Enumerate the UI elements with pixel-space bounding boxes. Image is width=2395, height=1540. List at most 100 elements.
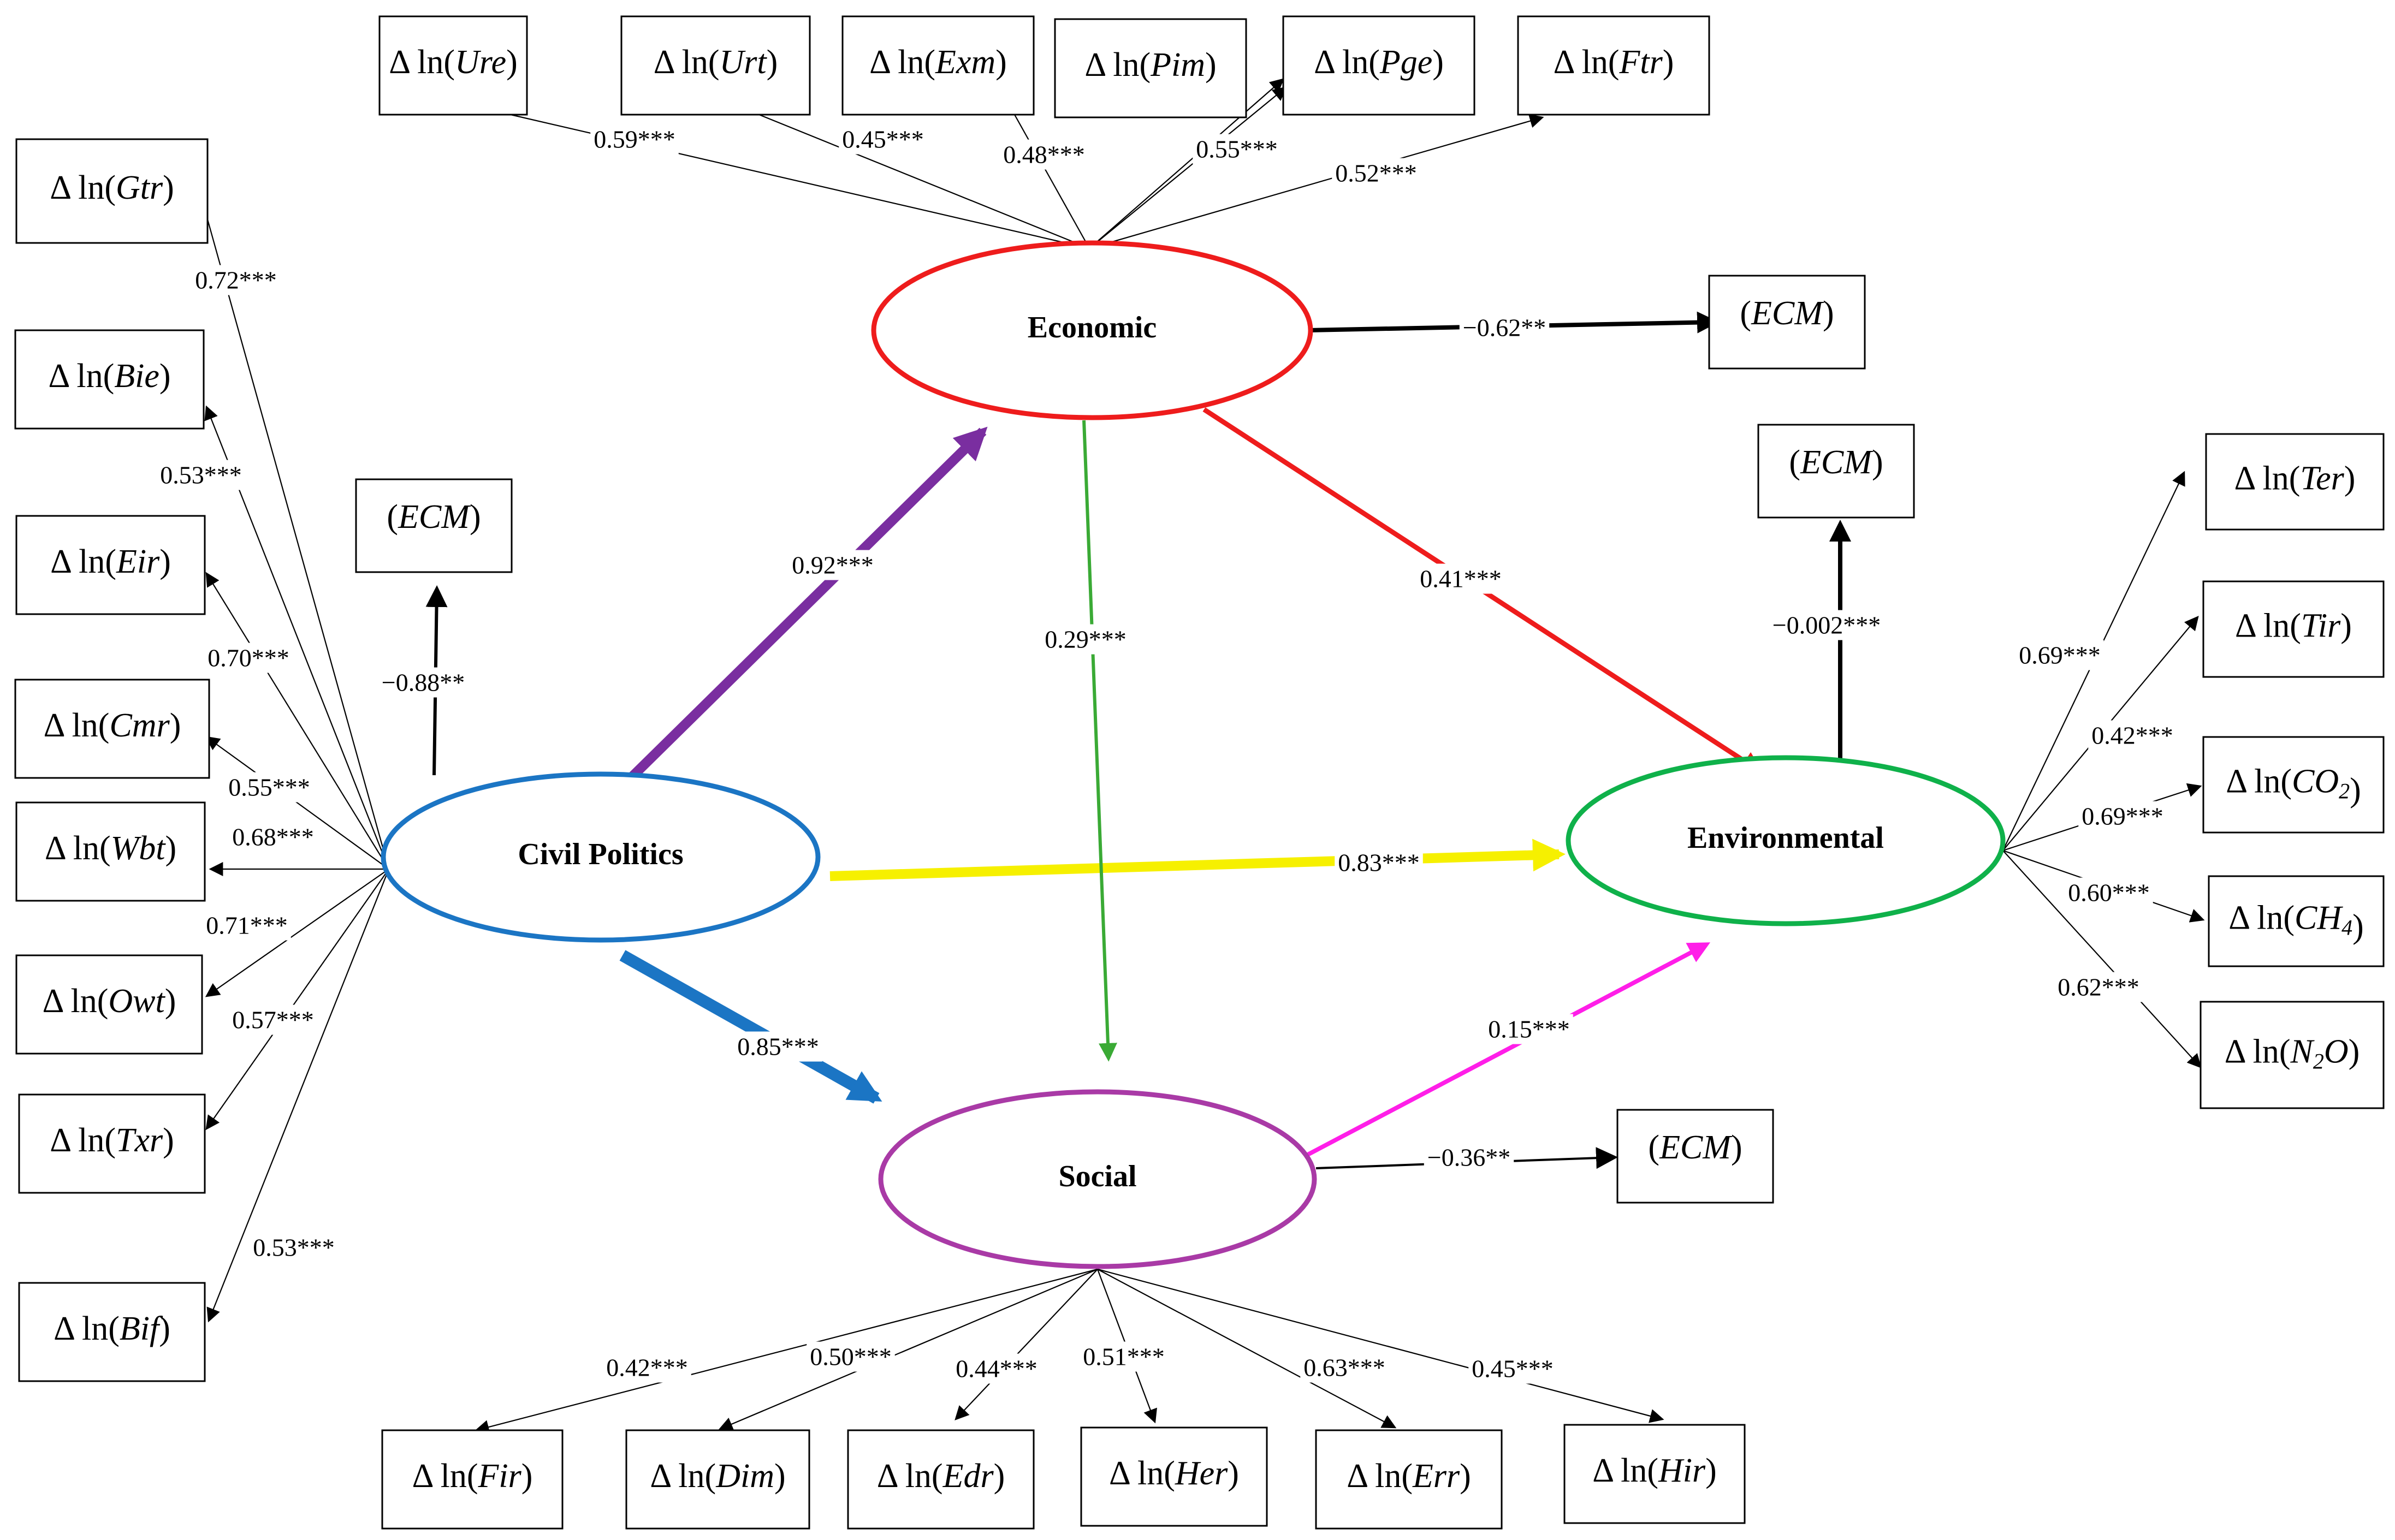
coef-environmental-co2-bg: [2078, 801, 2167, 831]
coef-civil-ecm-bg: [378, 667, 469, 698]
variable-name: Ftr: [1619, 44, 1663, 81]
environmental-indicator-ch4-label: Δ ln(CH4): [2228, 900, 2364, 946]
variable-name: Hir: [1658, 1452, 1706, 1489]
economic-indicator-ure: Δ ln(Ure): [378, 15, 528, 116]
variable-name: Fir: [477, 1458, 521, 1495]
social-indicator-hir: Δ ln(Hir): [1563, 1424, 1746, 1524]
coef-civil-gtr-bg: [192, 265, 280, 295]
close-paren: ): [2340, 608, 2352, 645]
variable-name: Wbt: [111, 830, 167, 867]
coef-environmental-n2-bg: [2054, 972, 2143, 1002]
civil-indicator-owt-label: Δ ln(Owt): [43, 983, 176, 1020]
social-indicator-edr: Δ ln(Edr): [847, 1429, 1035, 1530]
coef-environmental-ch4-bg: [2065, 877, 2153, 908]
link-economic-ftr: [1089, 114, 1544, 249]
environmental-indicator-co2-frame: [2202, 736, 2385, 834]
close-paren: ): [767, 44, 778, 81]
close-paren: ): [159, 1310, 170, 1347]
close-paren: ): [163, 1122, 174, 1159]
delta-symbol: Δ ln(: [1347, 1458, 1413, 1495]
ecm-box-civil: (ECM): [355, 478, 513, 573]
delta-symbol: Δ ln(: [1554, 44, 1620, 81]
coef-social-hir: 0.45***: [1472, 1355, 1554, 1383]
ecm-box-social: (ECM): [1616, 1109, 1774, 1204]
civil-indicator-bie-frame: [14, 329, 205, 430]
coef-civil-cmr-bg: [225, 772, 313, 802]
social-indicator-her-frame: [1080, 1426, 1268, 1527]
environmental-indicator-co2-label: Δ ln(CO2): [2226, 763, 2361, 809]
economic-indicator-pim: Δ ln(Pim): [1054, 18, 1247, 118]
variable-name: Pim: [1150, 46, 1205, 84]
variable-name: N: [2290, 1033, 2315, 1071]
environmental-indicator-co2: Δ ln(CO2): [2202, 736, 2385, 834]
link-social-edr: [955, 1269, 1098, 1420]
subscript: 2: [2339, 779, 2350, 804]
civil-indicator-eir: Δ ln(Eir): [15, 515, 206, 615]
close-paren: ): [1432, 44, 1444, 81]
variable-name: Eir: [116, 543, 160, 580]
civil-indicator-txr-frame: [18, 1093, 206, 1194]
close-paren: ): [774, 1458, 786, 1495]
variable-name: Gtr: [116, 169, 163, 206]
social-indicator-fir-label: Δ ln(Fir): [412, 1458, 533, 1495]
ecm-box-environmental-label: (ECM): [1789, 444, 1883, 481]
close-paren: ): [165, 830, 177, 867]
coef-environmental-ecm-bg: [1769, 610, 1884, 640]
variable-name: Owt: [108, 983, 165, 1020]
environmental-indicator-ch4: Δ ln(CH4): [2208, 875, 2385, 967]
coef-economic-pge: 0.52***: [1335, 159, 1417, 187]
coef-economic-pim: 0.55***: [1196, 135, 1278, 163]
coef-economic-pim-bg: [1193, 134, 1281, 164]
variable-name: Edr: [942, 1458, 994, 1495]
link-economic-pim: [1089, 86, 1288, 249]
coef-environmental-n2: 0.62***: [2058, 973, 2139, 1001]
coef-environmental-tir-bg: [2088, 720, 2177, 751]
coef-civil-wbt: 0.68***: [232, 823, 314, 851]
civil-indicator-wbt: Δ ln(Wbt): [15, 801, 206, 902]
coef-civil-eir-bg: [204, 643, 293, 673]
economic-indicator-exm-frame: [841, 15, 1035, 116]
node-economic-label: Economic: [1028, 311, 1157, 344]
coef-civil-txr: 0.57***: [232, 1006, 314, 1034]
close-paren: ): [1663, 44, 1674, 81]
coef-economic-pge-bg: [1332, 158, 1420, 188]
link-social-fir: [475, 1268, 1098, 1434]
coef-economic-urt: 0.45***: [842, 126, 924, 153]
coef-economic-ure: 0.59***: [594, 126, 675, 153]
social-indicator-fir-frame: [381, 1429, 564, 1530]
delta-symbol: Δ ln(: [2226, 763, 2292, 800]
delta-symbol: Δ ln(: [43, 983, 109, 1020]
civil-indicator-bif-label: Δ ln(Bif): [54, 1310, 170, 1347]
path-civil-to-economic: [619, 426, 988, 790]
civil-indicator-wbt-frame: [15, 801, 206, 902]
coef-environmental-co2: 0.69***: [2082, 802, 2163, 830]
delta-symbol: Δ ln(: [44, 707, 110, 744]
ecm-box-civil-label: (ECM): [387, 498, 481, 536]
coef-economic-exm-bg: [1000, 139, 1088, 170]
civil-indicator-bie-label: Δ ln(Bie): [48, 358, 170, 395]
coef-civil-to-environmental-bg: [1335, 847, 1423, 878]
path-civil-to-environmental: [829, 839, 1566, 881]
variable-name: Err: [1412, 1458, 1460, 1495]
variable-tail: O: [2324, 1033, 2349, 1071]
social-indicator-err-label: Δ ln(Err): [1347, 1458, 1471, 1495]
coef-civil-gtr: 0.72***: [195, 266, 277, 294]
coef-social-edr: 0.44***: [956, 1355, 1038, 1383]
civil-indicator-cmr: Δ ln(Cmr): [14, 679, 210, 779]
coef-economic-exm: 0.48***: [1003, 141, 1085, 169]
coef-social-her: 0.51***: [1083, 1343, 1165, 1371]
coef-social-to-environmental: 0.15***: [1488, 1015, 1570, 1043]
subscript: 4: [2341, 915, 2352, 940]
civil-indicator-bif: Δ ln(Bif): [18, 1282, 206, 1382]
coef-civil-bif: 0.53***: [253, 1234, 335, 1262]
coef-civil-txr-bg: [229, 1004, 317, 1035]
economic-indicator-pge-frame: [1282, 15, 1475, 116]
variable-name: Her: [1175, 1455, 1228, 1492]
environmental-indicator-tir-label: Δ ln(Tir): [2235, 608, 2352, 645]
coef-civil-to-social: 0.85***: [737, 1033, 819, 1061]
economic-indicator-exm: Δ ln(Exm): [841, 15, 1035, 116]
delta-symbol: Δ ln(: [869, 44, 935, 81]
economic-indicator-ure-frame: [378, 15, 528, 116]
delta-symbol: Δ ln(: [412, 1458, 478, 1495]
economic-indicator-ftr-label: Δ ln(Ftr): [1554, 44, 1674, 81]
